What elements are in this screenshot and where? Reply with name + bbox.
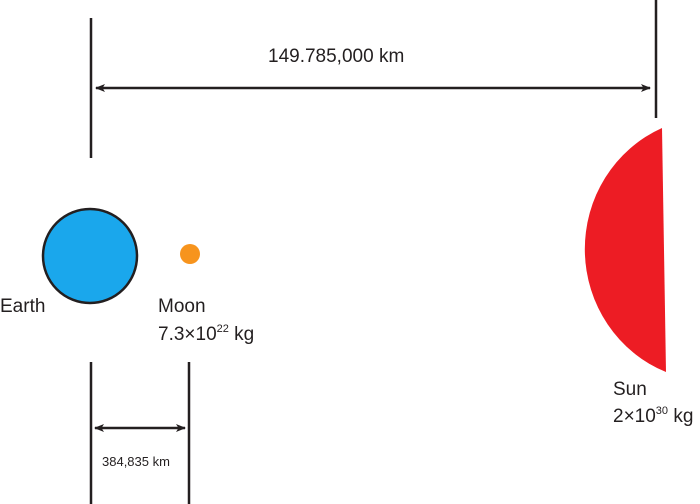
earth-sun-distance-label: 149.785,000 km <box>268 46 405 67</box>
earth-moon-distance-label: 384,835 km <box>102 454 170 469</box>
sun-shape <box>584 128 666 372</box>
sun-mass-base: 2×10 <box>613 406 656 427</box>
moon-mass-exponent: 22 <box>216 322 229 335</box>
sun-mass-label: 2×1030 kg <box>613 404 694 428</box>
sun-mass-exponent: 30 <box>655 404 669 417</box>
moon-label: Moon <box>158 296 206 317</box>
moon-mass-label: 7.3×1022 kg <box>158 322 255 346</box>
moon-mass-base: 7.3×10 <box>158 324 217 345</box>
earth-label: Earth <box>0 296 46 317</box>
sun-mass-unit: kg <box>668 406 694 427</box>
moon-mass-unit: kg <box>228 324 255 345</box>
moon-circle <box>180 244 200 264</box>
sun-label: Sun <box>613 379 647 400</box>
earth-circle <box>41 207 139 305</box>
